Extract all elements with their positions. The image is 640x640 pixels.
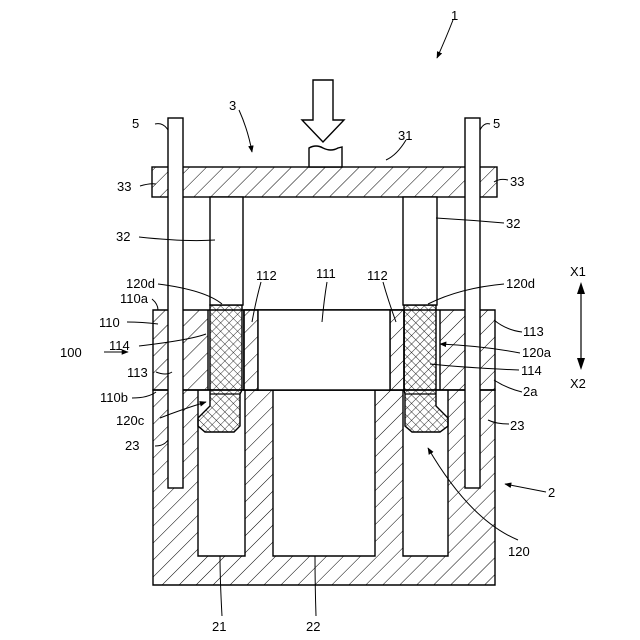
label-113-right: 113 (523, 324, 544, 339)
label-2a: 2a (523, 384, 538, 399)
label-100: 100 (60, 345, 82, 360)
label-23-right: 23 (510, 418, 524, 433)
punch-right (403, 197, 437, 305)
label-120d-right: 120d (506, 276, 535, 291)
label-114-left: 114 (109, 338, 130, 353)
label-120a: 120a (522, 345, 552, 360)
upper-die (152, 167, 497, 305)
press-arrow (302, 80, 344, 142)
label-113-left: 113 (127, 365, 148, 380)
label-32-left: 32 (116, 229, 130, 244)
direction-arrow (577, 282, 585, 370)
label-111: 111 (316, 266, 336, 281)
label-120c: 120c (116, 413, 145, 428)
label-120d-left: 120d (126, 276, 155, 291)
flange-right (390, 310, 404, 390)
label-22: 22 (306, 619, 320, 634)
label-110a: 110a (120, 291, 149, 306)
label-114-right: 114 (521, 363, 542, 378)
label-33-left: 33 (117, 179, 131, 194)
label-120: 120 (508, 544, 530, 559)
label-1: 1 (451, 8, 458, 23)
label-3: 3 (229, 98, 236, 113)
label-21: 21 (212, 619, 226, 634)
guide-pin-left (168, 118, 183, 488)
label-112-left: 112 (256, 268, 277, 283)
label-33-right: 33 (510, 174, 524, 189)
label-32-right: 32 (506, 216, 520, 231)
label-110: 110 (99, 315, 120, 330)
flange-left (244, 310, 258, 390)
label-5-left: 5 (132, 116, 139, 131)
punch-left (210, 197, 243, 305)
label-x1: X1 (570, 264, 586, 279)
press-shaft (309, 146, 342, 167)
label-x2: X2 (570, 376, 586, 391)
label-31: 31 (398, 128, 412, 143)
label-110b: 110b (100, 390, 128, 405)
label-112-right: 112 (367, 268, 388, 283)
bore-inner (258, 310, 390, 390)
guide-pin-right (465, 118, 480, 488)
label-23-left: 23 (125, 438, 139, 453)
label-2: 2 (548, 485, 555, 500)
label-5-right: 5 (493, 116, 500, 131)
